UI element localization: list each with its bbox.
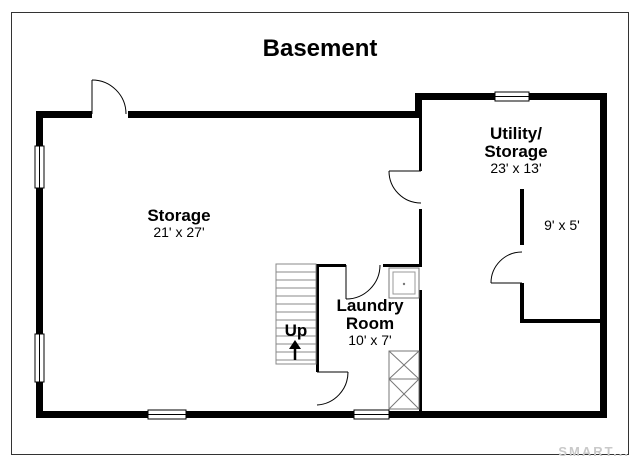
utility-room-name-line1: Utility/ bbox=[490, 124, 542, 143]
wall-top-right-b bbox=[529, 93, 607, 100]
wall-laundry-top-b bbox=[383, 264, 422, 267]
door-entry bbox=[91, 79, 127, 115]
dryer bbox=[388, 378, 420, 410]
wall-laundry-left bbox=[316, 264, 319, 372]
wall-closet-bottom bbox=[520, 319, 604, 323]
wall-right bbox=[600, 93, 607, 418]
storage-room-label: Storage 21' x 27' bbox=[129, 207, 229, 240]
wall-closet-lower bbox=[520, 283, 524, 322]
wall-top-main bbox=[128, 111, 420, 118]
laundry-room-name-line2: Room bbox=[345, 313, 395, 333]
wall-utility-lower bbox=[419, 290, 422, 415]
utility-room-dims: 23' x 13' bbox=[490, 159, 542, 176]
wall-utility-mid bbox=[419, 209, 422, 267]
windows bbox=[34, 91, 530, 420]
wall-closet-upper bbox=[520, 189, 524, 245]
closet-dims: 9' x 5' bbox=[544, 217, 580, 233]
door-closet bbox=[490, 251, 523, 284]
interior-walls bbox=[316, 118, 604, 415]
exterior-walls bbox=[36, 93, 607, 418]
wall-top-right-a bbox=[415, 93, 495, 100]
utility-room-name-line2: Storage bbox=[484, 141, 548, 161]
wall-step bbox=[415, 93, 422, 118]
wall-utility-upper bbox=[419, 118, 422, 171]
wall-top-left bbox=[36, 111, 92, 118]
wall-bottom-a bbox=[36, 411, 148, 418]
washer-dryer bbox=[388, 350, 420, 410]
door-laundry-top bbox=[345, 264, 381, 300]
doors bbox=[91, 79, 523, 406]
laundry-room-dims: 10' x 7' bbox=[348, 331, 392, 348]
wall-left bbox=[36, 111, 43, 418]
plan-title: Basement bbox=[262, 35, 378, 62]
stairs bbox=[275, 263, 317, 365]
watermark: SMART... bbox=[558, 444, 630, 459]
laundry-sink bbox=[388, 267, 420, 299]
door-utility bbox=[388, 170, 422, 204]
laundry-room-name-line1: Laundry bbox=[336, 296, 404, 315]
storage-room-dims: 21' x 27' bbox=[153, 223, 205, 240]
wall-bottom-c bbox=[389, 411, 607, 418]
stairs-arrow-icon bbox=[289, 340, 301, 360]
closet-label: 9' x 5' bbox=[532, 218, 592, 233]
laundry-room-label: Laundry Room 10' x 7' bbox=[322, 297, 418, 347]
frame-border bbox=[11, 12, 629, 455]
wall-bottom-b bbox=[186, 411, 354, 418]
wall-laundry-top-a bbox=[316, 264, 346, 267]
stairs-label: Up bbox=[284, 321, 308, 340]
storage-room-name: Storage bbox=[147, 206, 211, 225]
door-laundry-side bbox=[316, 371, 349, 406]
utility-room-label: Utility/ Storage 23' x 13' bbox=[466, 125, 566, 175]
